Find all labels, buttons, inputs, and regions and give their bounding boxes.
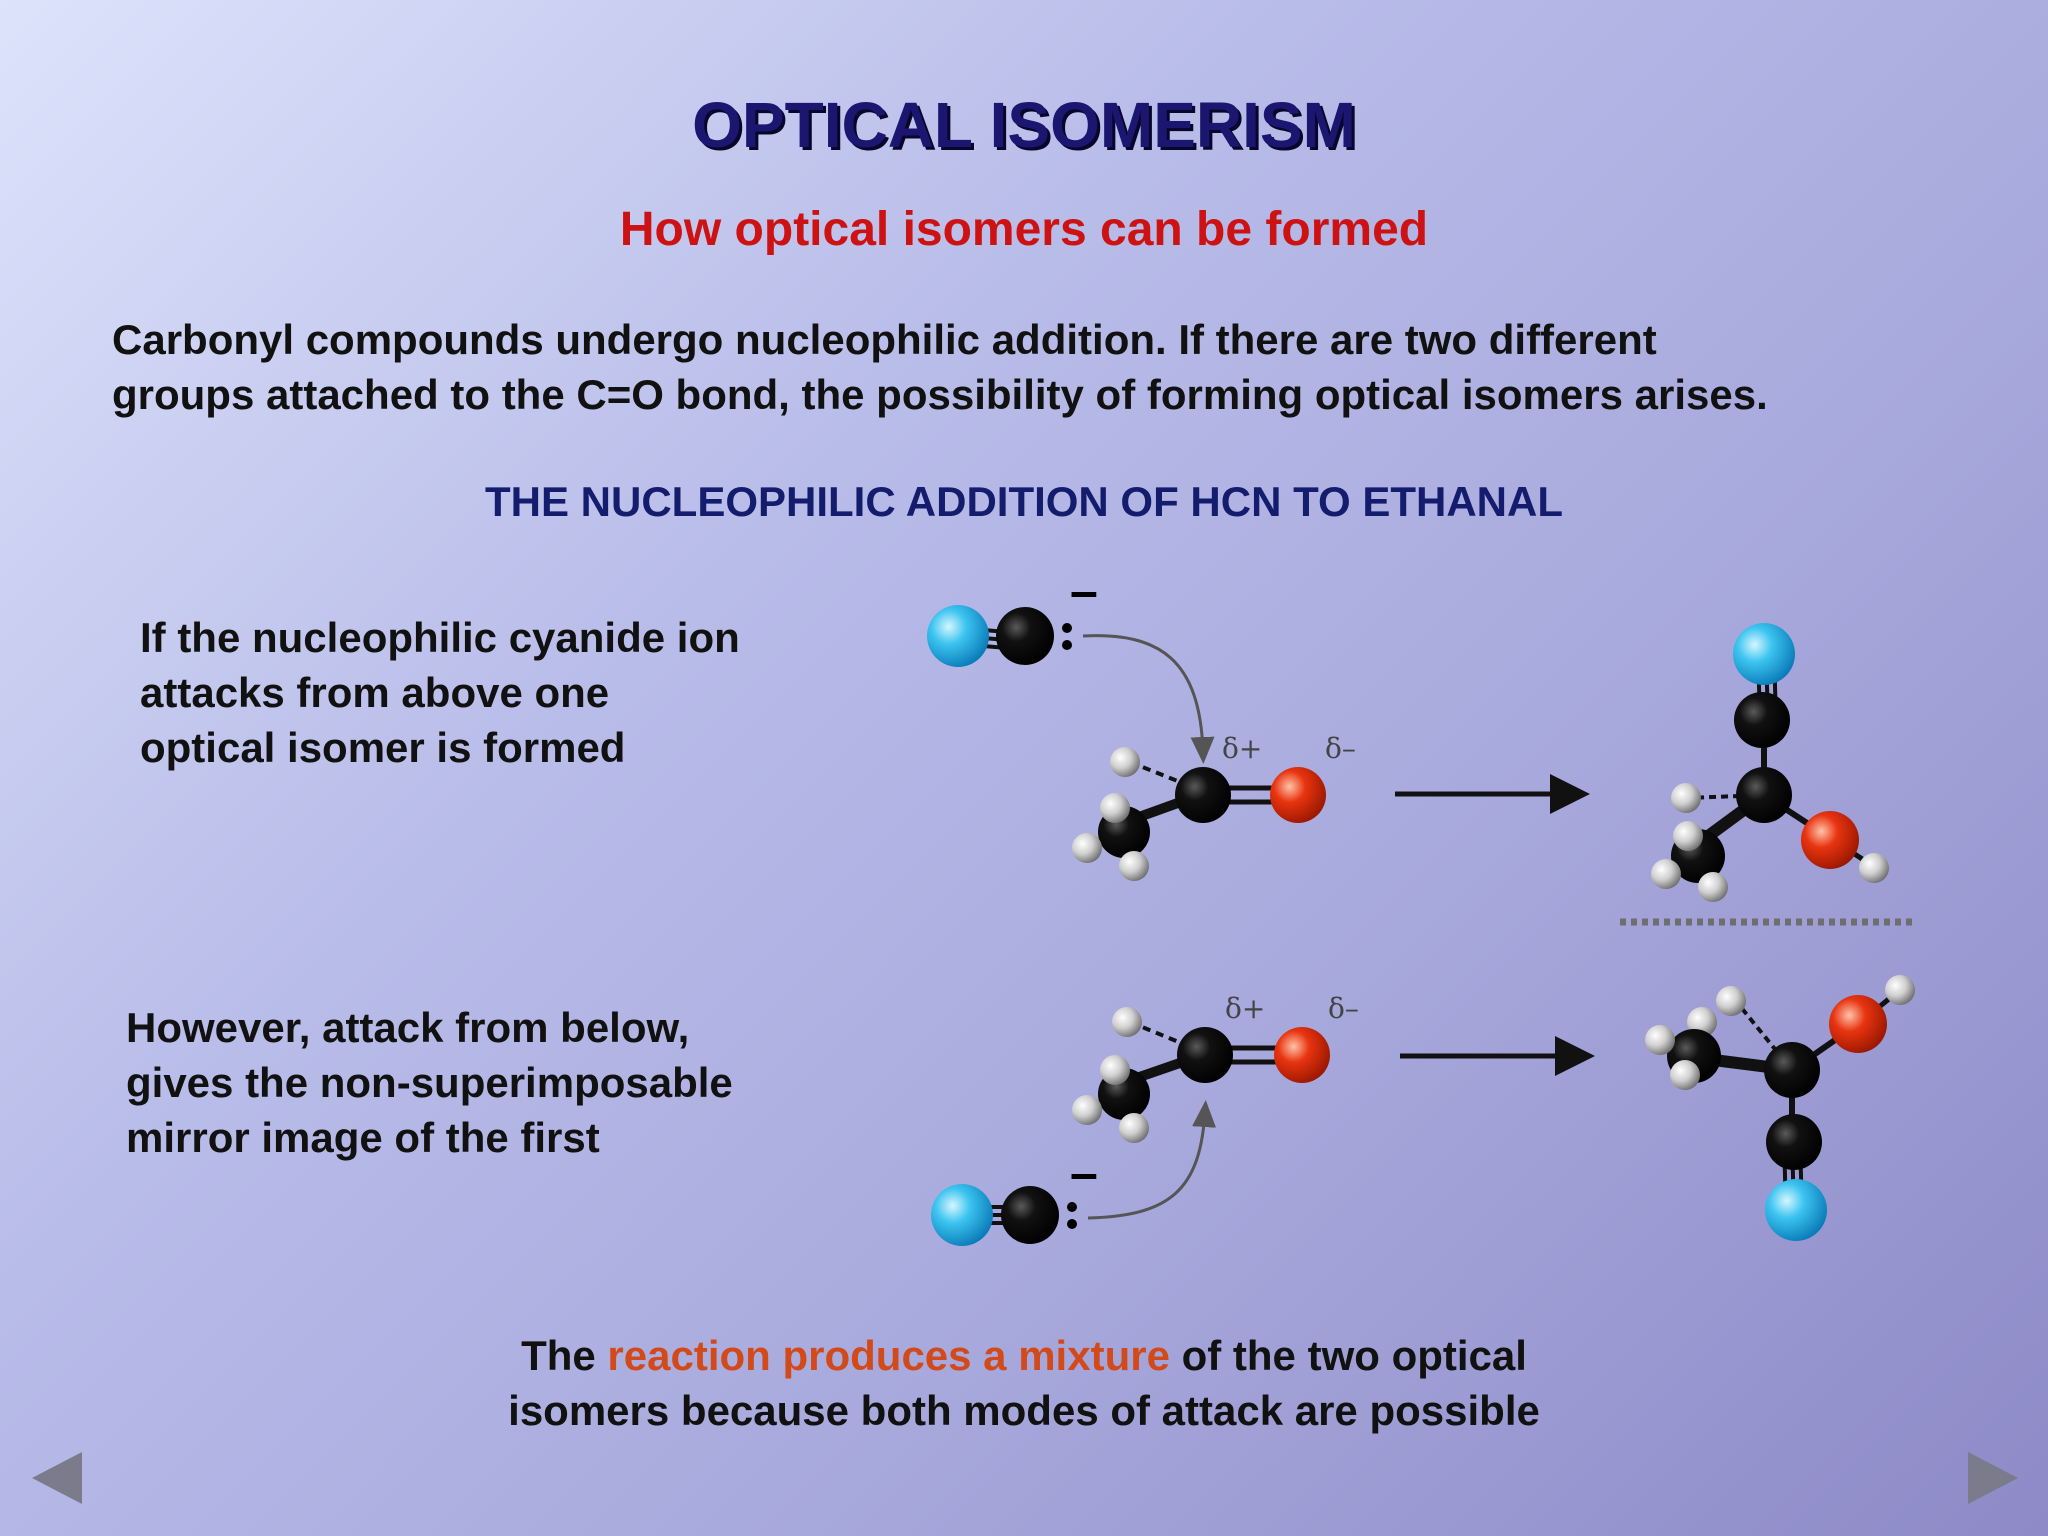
carbon-atom [1734, 692, 1790, 748]
conclusion-highlight: reaction produces a mixture [607, 1332, 1170, 1379]
conclusion-text-part: The [521, 1332, 608, 1379]
carbon-atom [1766, 1114, 1822, 1170]
hydrogen-atom [1112, 1007, 1142, 1037]
hydrogen-atom [1072, 833, 1102, 863]
cyanide-ion-top: – [927, 563, 1215, 764]
delta-minus-label: δ– [1328, 992, 1359, 1025]
attack-above-caption: If the nucleophilic cyanide ion attacks … [140, 610, 740, 775]
caption-line: optical isomer is formed [140, 724, 626, 771]
previous-slide-triangle-left-icon[interactable] [32, 1452, 82, 1504]
carbon-atom [1001, 1186, 1059, 1244]
nitrogen-atom [931, 1184, 993, 1246]
reaction-heading: THE NUCLEOPHILIC ADDITION OF HCN TO ETHA… [485, 478, 1563, 525]
negative-charge: – [1070, 1145, 1098, 1201]
product-molecule-bottom [1645, 975, 1915, 1241]
intro-line: Carbonyl compounds undergo nucleophilic … [112, 316, 1657, 363]
hydrogen-atom [1645, 1025, 1675, 1055]
attack-below-caption: However, attack from below, gives the no… [126, 1000, 733, 1165]
caption-line: mirror image of the first [126, 1114, 600, 1161]
oxygen-atom [1274, 1027, 1330, 1083]
attack-arrow [1082, 634, 1215, 764]
intro-line: groups attached to the C=O bond, the pos… [112, 371, 1768, 418]
hydrogen-atom [1859, 853, 1889, 883]
lone-pair-dot [1062, 640, 1072, 650]
delta-plus-label: δ+ [1225, 992, 1265, 1025]
oxygen-atom [1829, 995, 1887, 1053]
hydrogen-atom [1651, 859, 1681, 889]
cyanide-ion-bottom: – [931, 1100, 1217, 1246]
hydrogen-atom [1072, 1095, 1102, 1125]
hydrogen-atom [1670, 1060, 1700, 1090]
lone-pair-dot [1062, 623, 1072, 633]
caption-line: attacks from above one [140, 669, 610, 716]
conclusion-line-1: The reaction produces a mixture of the t… [0, 1328, 2048, 1383]
carbon-atom [1175, 767, 1231, 823]
caption-line: If the nucleophilic cyanide ion [140, 614, 740, 661]
oxygen-atom [1801, 811, 1859, 869]
caption-line: However, attack from below, [126, 1004, 690, 1051]
hydrogen-atom [1119, 851, 1149, 881]
hydrogen-atom [1119, 1113, 1149, 1143]
hydrogen-atom [1110, 747, 1140, 777]
intro-paragraph: Carbonyl compounds undergo nucleophilic … [112, 312, 1768, 422]
caption-line: gives the non-superimposable [126, 1059, 733, 1106]
hydrogen-atom [1100, 1055, 1130, 1085]
nitrogen-atom [927, 605, 989, 667]
carbon-atom [1177, 1027, 1233, 1083]
negative-charge: – [1070, 563, 1098, 619]
page-title: OPTICAL ISOMERISM [692, 89, 1356, 161]
delta-plus-label: δ+ [1222, 732, 1262, 765]
conclusion-line-2: isomers because both modes of attack are… [508, 1387, 1540, 1434]
hydrogen-atom [1673, 821, 1703, 851]
oxygen-atom [1270, 767, 1326, 823]
delta-minus-label: δ– [1325, 732, 1356, 765]
product-molecule-top [1651, 623, 1889, 902]
attack-arrow [1087, 1100, 1217, 1220]
next-slide-triangle-right-icon[interactable] [1968, 1452, 2018, 1504]
carbon-atom [1764, 1042, 1820, 1098]
lone-pair-dot [1067, 1219, 1077, 1229]
hydrogen-atom [1100, 793, 1130, 823]
lone-pair-dot [1067, 1202, 1077, 1212]
ethanal-molecule-top: δ+ δ– [1072, 732, 1356, 881]
carbon-atom [1736, 767, 1792, 823]
conclusion-text: The reaction produces a mixture of the t… [0, 1328, 2048, 1438]
hydrogen-atom [1716, 986, 1746, 1016]
ethanal-molecule-bottom: δ+ δ– [1072, 992, 1359, 1143]
nitrogen-atom [1765, 1179, 1827, 1241]
nitrogen-atom [1733, 623, 1795, 685]
page-subtitle: How optical isomers can be formed [619, 203, 1429, 256]
hydrogen-atom [1885, 975, 1915, 1005]
conclusion-text-part: of the two optical [1169, 1332, 1527, 1379]
hydrogen-atom [1698, 872, 1728, 902]
carbon-atom [996, 607, 1054, 665]
hydrogen-atom [1671, 783, 1701, 813]
